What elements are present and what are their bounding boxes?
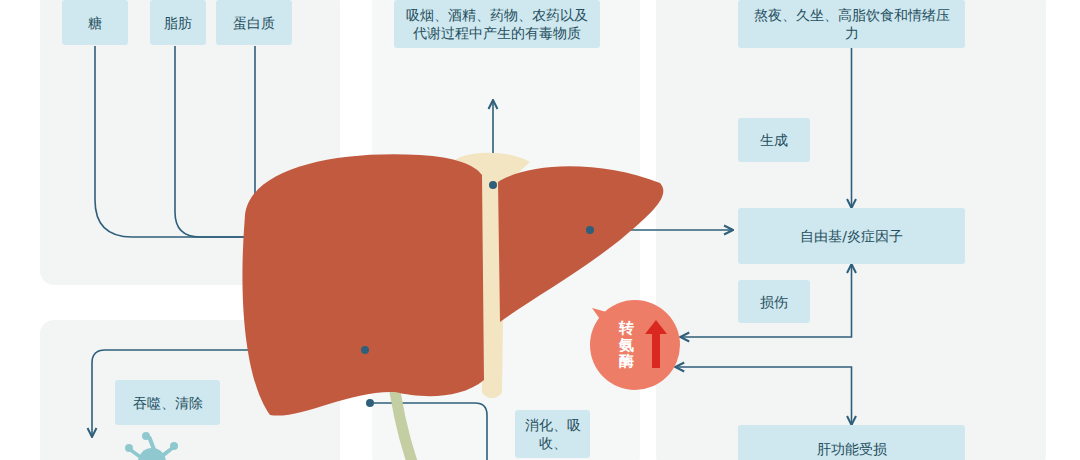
node-text: 消化、吸收、: [524, 416, 581, 452]
node-text: 吞噬、清除: [133, 394, 203, 412]
connector: [675, 367, 851, 425]
relation-box: 生成: [738, 118, 810, 162]
node-text: 熬夜、久坐、高脂饮食和情绪压力: [747, 6, 956, 42]
macrophage-icon: [125, 432, 178, 460]
cause-box: 熬夜、久坐、高脂饮食和情绪压力: [738, 0, 965, 48]
toxin-box: 吸烟、酒精、药物、农药以及代谢过程中产生的有毒物质: [394, 0, 600, 48]
circle-shape: [590, 300, 690, 400]
node-text: 脂肪: [164, 14, 192, 32]
up-arrow-icon: [645, 320, 667, 368]
enzyme-circle: 转氨酶: [590, 300, 680, 390]
liver-left-lobe: [242, 154, 484, 415]
liver-right-lobe: [498, 166, 663, 322]
nutrient-lines: [92, 46, 733, 460]
node-text: 自由基/炎症因子: [800, 227, 903, 245]
function-box: 消化、吸收、: [515, 410, 590, 458]
result-box: 肝功能受损: [738, 425, 965, 460]
node-text: 生成: [760, 131, 788, 149]
input-box: 脂肪: [150, 0, 206, 45]
input-box: 糖: [62, 0, 128, 45]
connector: [680, 264, 851, 337]
function-box: 吞噬、清除: [115, 380, 220, 425]
line-dots: [361, 181, 594, 407]
node-text: 吸烟、酒精、药物、农药以及代谢过程中产生的有毒物质: [403, 6, 591, 42]
node-text: 损伤: [760, 293, 788, 311]
node-text: 肝功能受损: [817, 440, 887, 458]
node-text: 转氨酶: [619, 320, 634, 370]
circle-fill: [590, 300, 680, 390]
result-box: 自由基/炎症因子: [738, 208, 965, 264]
connector: [851, 48, 853, 208]
input-box: 蛋白质: [216, 0, 292, 45]
node-text: 糖: [88, 14, 102, 32]
node-text: 蛋白质: [233, 14, 275, 32]
relation-box: 损伤: [738, 280, 810, 323]
